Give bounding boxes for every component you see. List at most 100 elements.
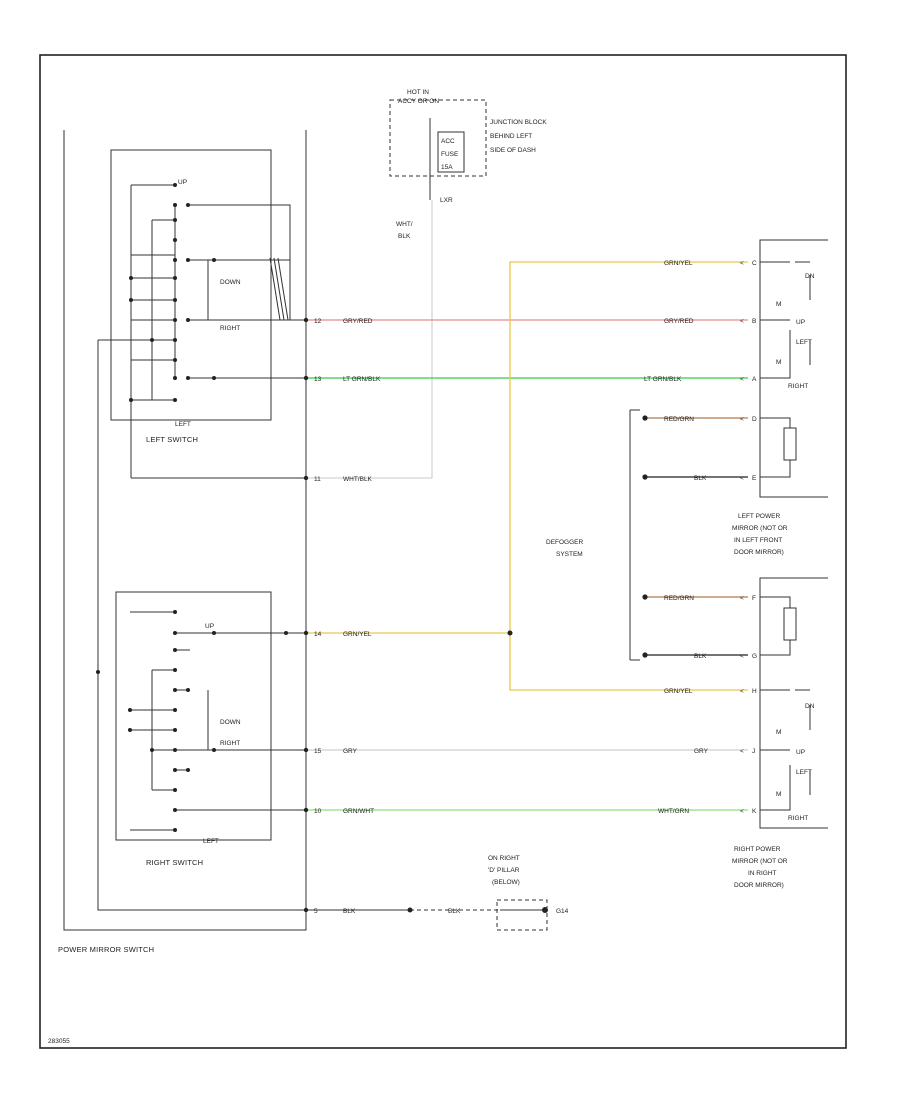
wire-label-gry-red-right: GRY/RED [664, 318, 694, 325]
defogger-wiring: RED/GRN BLK RED/GRN BLK DEFOGGER SYSTEM [546, 409, 748, 661]
wire-label-blk-right: BLK [448, 908, 461, 915]
svg-text:<: < [740, 318, 744, 325]
svg-text:<: < [740, 688, 744, 695]
left-mirror-pin-a: A [752, 376, 757, 383]
wire-label-gry-red-left: GRY/RED [343, 318, 373, 325]
wire-label-wht-grn: WHT/GRN [658, 808, 689, 815]
pin-grn-wht: 10 [314, 808, 322, 815]
mirror-connector-markers: <<< <<< <<<< [740, 260, 744, 815]
right-mirror-pin-k: K [752, 808, 757, 815]
right-switch-down: DOWN [220, 719, 241, 726]
svg-text:<: < [740, 416, 744, 423]
figure-id: 283055 [48, 1038, 70, 1045]
left-mirror-heater [783, 427, 797, 461]
power-mirror-switch-label: POWER MIRROR SWITCH [58, 945, 154, 954]
junction-location-1: JUNCTION BLOCK [490, 119, 547, 126]
wire-label-red-grn-top: RED/GRN [664, 416, 694, 423]
wire-label-blk-top: BLK [694, 475, 707, 482]
wire-label-blk-bottom: BLK [694, 653, 707, 660]
left-power-mirror: DN M UP LEFT M RIGHT C B A D E LEFT POWE… [732, 239, 828, 556]
junction-location-3: SIDE OF DASH [490, 147, 536, 154]
ground-label-1: ON RIGHT [488, 855, 520, 862]
right-mirror-caption-4: DOOR MIRROR) [734, 882, 784, 889]
left-mirror-caption-3: IN LEFT FRONT [734, 537, 782, 544]
junction-block-outline [389, 99, 487, 177]
wire-label-blk-left: BLK [343, 908, 356, 915]
left-mirror-pin-e: E [752, 475, 757, 482]
ground-label-2: 'D' PILLAR [488, 867, 520, 874]
left-switch-down: DOWN [220, 279, 241, 286]
switch-connector-dots [284, 317, 309, 913]
fuse-label-3: 15A [441, 164, 453, 171]
left-switch-up: UP [178, 179, 187, 186]
left-mirror-m1: M [776, 301, 781, 308]
diagram-frame [39, 54, 847, 1049]
svg-text:<: < [740, 595, 744, 602]
right-switch-right: RIGHT [220, 740, 240, 747]
wire-label-gry-right: GRY [694, 748, 709, 755]
fuse-label-1: ACC [441, 138, 455, 145]
pin-gry-red: 12 [314, 318, 322, 325]
wire-label-grn-yel-left: GRN/YEL [343, 631, 372, 638]
right-mirror-heater [783, 607, 797, 641]
right-mirror-m2: M [776, 791, 781, 798]
left-switch-left: LEFT [175, 421, 191, 428]
hot-label-1: HOT IN [407, 89, 429, 96]
wire-label-gry-left: GRY [343, 748, 358, 755]
right-mirror-pin-j: J [752, 748, 755, 755]
right-mirror-left: LEFT [796, 769, 812, 776]
left-switch-contacts [129, 183, 216, 402]
pin-wht-blk: 11 [314, 476, 321, 483]
right-switch-up: UP [205, 623, 214, 630]
defogger-label-2: SYSTEM [556, 551, 583, 558]
ground-connector-outline [496, 899, 548, 931]
power-mirror-switch-housing [63, 130, 307, 931]
right-mirror-pin-h: H [752, 688, 757, 695]
wire-label-lt-grn-blk-left: LT GRN/BLK [343, 376, 381, 383]
right-switch-contacts [96, 610, 216, 832]
ground-id: G14 [556, 908, 569, 915]
right-mirror-up: UP [796, 749, 805, 756]
right-switch-box [115, 591, 272, 841]
pin-ground: 5 [314, 908, 318, 915]
right-mirror-pin-f: F [752, 595, 756, 602]
left-mirror-dn: DN [805, 273, 815, 280]
junction-wire-2: BLK [398, 233, 411, 240]
hot-label-2: ACCY OR ON [398, 98, 439, 105]
junction-pin: LXR [440, 197, 453, 204]
svg-text:<: < [740, 260, 744, 267]
left-switch-box [110, 149, 272, 421]
pin-lt-grn-blk: 13 [314, 376, 322, 383]
pin-gry: 15 [314, 748, 322, 755]
ground-label-3: (BELOW) [492, 879, 520, 886]
left-switch-right: RIGHT [220, 325, 240, 332]
defogger-label-1: DEFOGGER [546, 539, 584, 546]
right-mirror-outline [759, 577, 828, 829]
right-mirror-m1: M [776, 729, 781, 736]
right-switch-title: RIGHT SWITCH [146, 858, 203, 867]
right-mirror-pin-g: G [752, 653, 757, 660]
right-switch-left: LEFT [203, 838, 219, 845]
svg-text:<: < [740, 808, 744, 815]
wire-label-grn-wht: GRN/WHT [343, 808, 374, 815]
wire-label-grn-yel-top: GRN/YEL [664, 260, 693, 267]
left-mirror-right: RIGHT [788, 383, 808, 390]
wire-label-grn-yel-bottom: GRN/YEL [664, 688, 693, 695]
left-mirror-caption-2: MIRROR (NOT OR [732, 525, 788, 532]
left-mirror-caption-4: DOOR MIRROR) [734, 549, 784, 556]
left-mirror-outline [759, 239, 828, 498]
right-mirror-caption-3: IN RIGHT [748, 870, 777, 877]
right-switch: UP DOWN RIGHT LEFT RIGHT SWITCH [96, 339, 306, 911]
junction-wire-1: WHT/ [396, 221, 413, 228]
junction-block: HOT IN ACCY OR ON ACC FUSE 15A JUNCTION … [389, 89, 547, 240]
right-power-mirror: DN M UP LEFT M RIGHT F G H J K RIGHT POW… [732, 577, 828, 889]
wire-label-red-grn-bottom: RED/GRN [664, 595, 694, 602]
left-mirror-pin-b: B [752, 318, 756, 325]
left-switch: UP DOWN RIGHT LEFT LEFT SWITCH [110, 149, 306, 478]
right-mirror-right: RIGHT [788, 815, 808, 822]
left-mirror-up: UP [796, 319, 805, 326]
left-mirror-m2: M [776, 359, 781, 366]
fuse-label-2: FUSE [441, 151, 459, 158]
right-mirror-dn: DN [805, 703, 815, 710]
